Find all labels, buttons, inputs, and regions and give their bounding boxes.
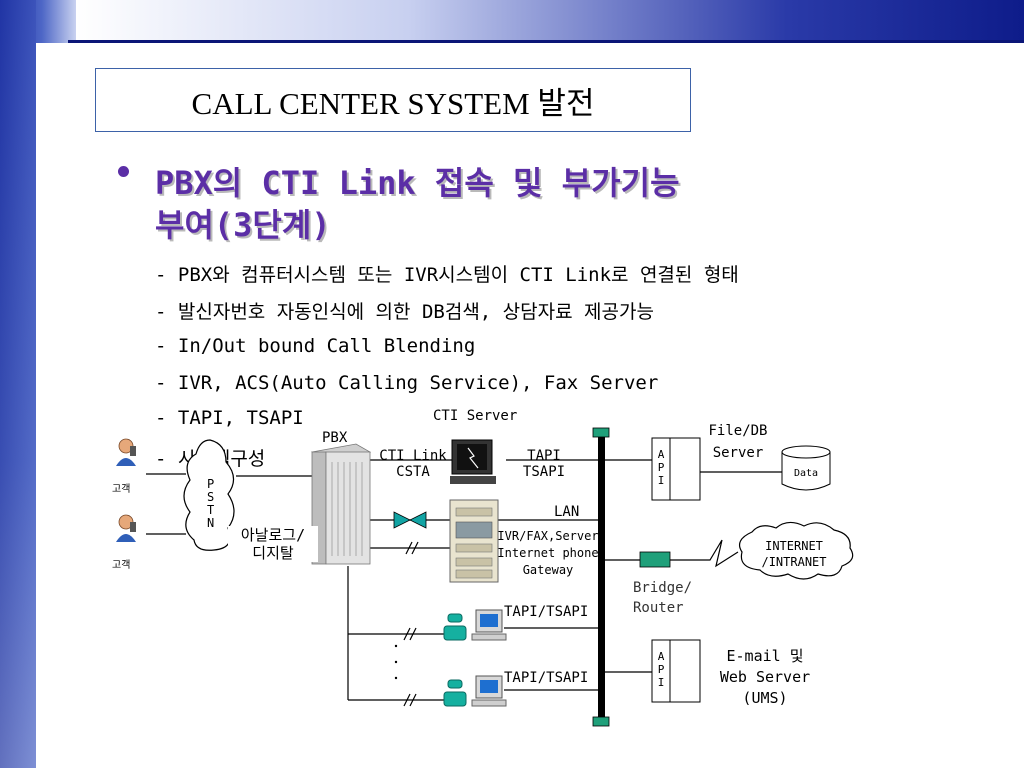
email-server-box	[669, 639, 701, 703]
top-decoration	[76, 0, 1024, 40]
tapi-tsapi-label: TAPI/TSAPI	[504, 670, 589, 686]
internet-label: INTERNET/INTRANET	[761, 539, 827, 569]
list-item: - 발신자번호 자동인식에 의한 DB검색, 상담자료 제공가능	[155, 301, 654, 323]
agent-workstation	[443, 609, 507, 641]
customer-label: 고객	[112, 560, 131, 571]
slide-title: CALL CENTER SYSTEM 발전	[95, 68, 691, 132]
ivr-rack	[449, 499, 499, 583]
cti-server-label: CTI Server	[433, 408, 518, 424]
customer-icon	[116, 514, 136, 542]
customer-label: 고객	[112, 484, 131, 495]
heading-line-2: 부여(3단계)	[155, 206, 331, 244]
slide-body	[36, 43, 1024, 768]
list-item: - PBX와 컴퓨터시스템 또는 IVR시스템이 CTI Link로 연결된 형…	[155, 264, 739, 286]
lan-terminator	[592, 716, 610, 727]
list-item: - In/Out bound Call Blending	[155, 335, 476, 357]
connection-lines	[146, 459, 782, 701]
heading-line-1: PBX의 CTI Link 접속 및 부가기능	[155, 164, 680, 202]
lan-terminator	[592, 427, 610, 438]
internet-cloud	[739, 521, 854, 580]
filedb-server-box	[669, 437, 701, 501]
side-decoration-fade	[0, 0, 36, 768]
analog-digital-label: 아날로그/디지탈	[228, 526, 318, 562]
bridge-router-icon	[639, 551, 671, 568]
ellipsis-dots	[394, 644, 398, 680]
valve-icon	[393, 511, 427, 529]
top-rule	[68, 40, 1024, 43]
data-label: Data	[793, 468, 819, 479]
bridge-router-label: Bridge/Router	[633, 580, 693, 616]
pstn-cloud	[183, 439, 235, 551]
list-item: - IVR, ACS(Auto Calling Service), Fax Se…	[155, 372, 659, 394]
tapi-tsapi-label: TAPI/TSAPI	[504, 604, 589, 620]
pbx-cabinet	[310, 443, 372, 565]
lan-backbone	[598, 432, 605, 722]
bullet-icon	[118, 166, 129, 177]
agent-workstation	[443, 675, 507, 707]
line-ticks	[403, 541, 419, 707]
database-icon	[781, 445, 831, 491]
lan-label: LAN	[554, 504, 580, 520]
customer-icon	[116, 438, 136, 466]
cti-server-monitor	[450, 439, 496, 484]
pbx-label: PBX	[322, 430, 348, 446]
list-item: - TAPI, TSAPI	[155, 407, 304, 429]
